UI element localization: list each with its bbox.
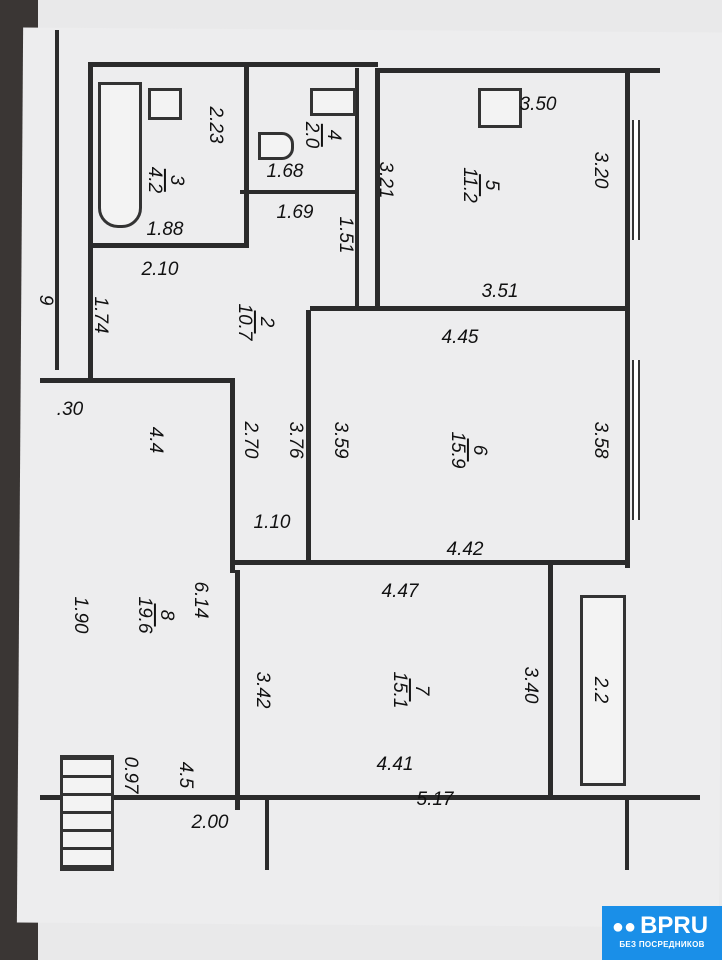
room-area: 19.6 xyxy=(134,596,155,634)
room-area: 15.1 xyxy=(389,671,410,709)
dimension-label: 1.10 xyxy=(253,512,291,533)
cistern-icon xyxy=(310,88,356,116)
room-number: 3 xyxy=(164,168,187,192)
dimension-label: 5.17 xyxy=(416,789,454,810)
dimension-label: 3.42 xyxy=(252,671,273,709)
room-number: 5 xyxy=(479,173,502,197)
dimension-label: 9 xyxy=(35,294,56,306)
room-number: 7 xyxy=(409,678,432,702)
dimension-label: 1.90 xyxy=(70,596,91,634)
dimension-label: 4.45 xyxy=(441,327,479,348)
dimension-label: 0.97 xyxy=(120,756,141,794)
dimension-label: 4.41 xyxy=(376,754,414,775)
dimension-label: 2.23 xyxy=(205,106,226,144)
window xyxy=(632,360,640,520)
brand-tagline: БЕЗ ПОСРЕДНИКОВ xyxy=(619,940,705,949)
room-area: 4.2 xyxy=(144,166,165,194)
dimension-label: 1.74 xyxy=(90,296,111,334)
room-number: 6 xyxy=(467,438,490,462)
window xyxy=(632,120,640,240)
dimension-label: 6.14 xyxy=(190,581,211,619)
bpru-watermark: ●●BPRU БЕЗ ПОСРЕДНИКОВ xyxy=(602,906,722,960)
dimension-label: .30 xyxy=(56,399,84,420)
dimension-label: 3.40 xyxy=(520,666,541,704)
dimension-label: 4.4 xyxy=(145,426,166,454)
dimension-label: 3.51 xyxy=(481,281,519,302)
dimension-label: 3.21 xyxy=(375,161,396,199)
stairs-icon xyxy=(60,755,114,871)
dimension-label: 3.58 xyxy=(590,421,611,459)
dimension-label: 3.20 xyxy=(590,151,611,189)
dimension-label: 3.59 xyxy=(330,421,351,459)
dimension-label: 2.2 xyxy=(590,676,611,704)
dimension-label: 3.50 xyxy=(519,94,557,115)
stove-icon xyxy=(478,88,522,128)
room-area: 10.7 xyxy=(234,303,255,341)
dimension-label: 2.70 xyxy=(240,421,261,459)
room-number: 4 xyxy=(321,123,344,147)
dimension-label: 2.00 xyxy=(191,812,229,833)
toilet-icon xyxy=(258,132,294,160)
dimension-label: 4.5 xyxy=(175,761,196,789)
brand-name: BPRU xyxy=(640,912,709,939)
room-area: 15.9 xyxy=(447,431,468,469)
dimension-label: 4.42 xyxy=(446,539,484,560)
dimension-label: 3.76 xyxy=(285,421,306,459)
people-icon: ●● xyxy=(611,916,637,938)
sink-icon xyxy=(148,88,182,120)
room-number: 8 xyxy=(154,603,177,627)
dimension-label: 1.51 xyxy=(335,216,356,254)
dimension-label: 2.10 xyxy=(141,259,179,280)
dimension-label: 1.69 xyxy=(276,202,314,223)
dimension-label: 1.68 xyxy=(266,161,304,182)
room-area: 2.0 xyxy=(301,121,322,149)
room-area: 11.2 xyxy=(459,167,480,203)
room-number: 2 xyxy=(254,310,277,334)
dimension-label: 4.47 xyxy=(381,581,419,602)
balcony xyxy=(580,595,626,786)
bathtub-icon xyxy=(98,82,142,228)
dimension-label: 1.88 xyxy=(146,219,184,240)
